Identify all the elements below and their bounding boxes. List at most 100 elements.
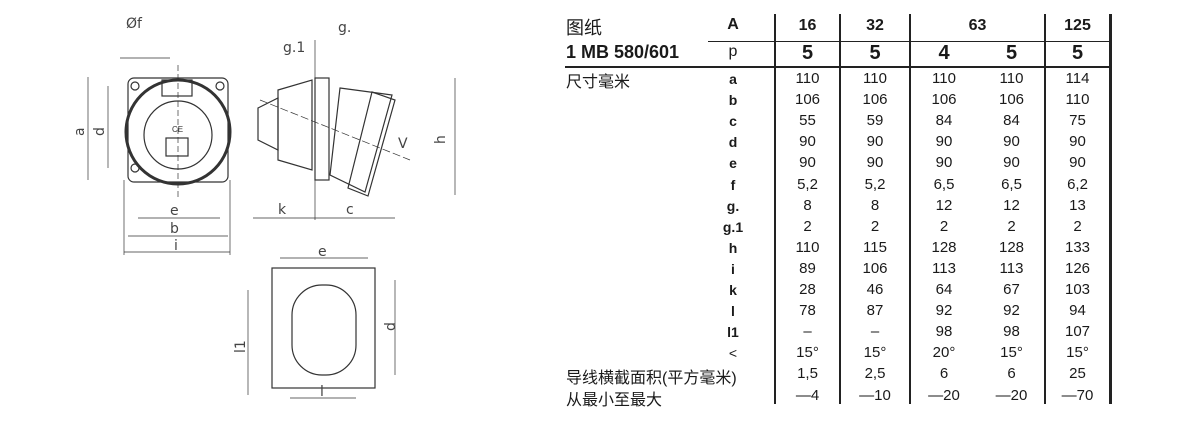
dimension-value: 90 bbox=[935, 154, 953, 172]
label-i: i bbox=[174, 238, 178, 254]
dimension-value: 106 bbox=[862, 259, 888, 277]
dimension-value: 8 bbox=[803, 196, 812, 214]
label-f: Øf bbox=[126, 16, 143, 32]
dimension-value: 113 bbox=[932, 259, 956, 277]
dimension-value: 67 bbox=[1003, 281, 1020, 298]
dimension-value: 90 bbox=[1003, 133, 1020, 151]
dimension-value: 92 bbox=[935, 302, 953, 320]
dimension-value: 103 bbox=[1064, 281, 1091, 298]
pole-count: 5 bbox=[869, 42, 881, 64]
cross-section-value: 6 bbox=[1007, 365, 1016, 383]
amp-header: 32 bbox=[866, 17, 884, 34]
label-c: c bbox=[346, 202, 354, 218]
dimension-value: 75 bbox=[1069, 112, 1086, 130]
dimension-value: 15° bbox=[1066, 344, 1089, 362]
dimension-key: l bbox=[731, 303, 735, 320]
dimension-value: 5,2 bbox=[864, 175, 886, 193]
dimension-value: 115 bbox=[863, 238, 887, 256]
dimension-value: 106 bbox=[931, 91, 957, 109]
dimension-value: 84 bbox=[935, 112, 953, 130]
table-title: 图纸 bbox=[566, 18, 602, 38]
dimension-value: 92 bbox=[1003, 302, 1020, 320]
dimension-value: 2 bbox=[1007, 217, 1016, 235]
dimension-value: 128 bbox=[931, 238, 957, 256]
pole-count: 5 bbox=[801, 42, 814, 64]
dimension-key: d bbox=[728, 134, 738, 151]
dimension-value: 13 bbox=[1069, 196, 1086, 214]
label-k: k bbox=[278, 202, 287, 218]
dimension-value: 107 bbox=[1064, 323, 1091, 341]
dimension-value: 90 bbox=[1003, 154, 1020, 172]
cross-section-label: 导线横截面积(平方毫米) bbox=[566, 370, 737, 388]
cross-section-value: 1,5 bbox=[797, 365, 818, 383]
pole-count: 5 bbox=[1071, 42, 1084, 64]
dimension-value: 90 bbox=[1069, 154, 1086, 172]
range-value: —20 bbox=[995, 386, 1028, 404]
dimension-value: 64 bbox=[935, 281, 953, 298]
dimension-value: 8 bbox=[870, 196, 880, 214]
dimension-value: 94 bbox=[1069, 302, 1086, 320]
dimension-value: 106 bbox=[862, 91, 888, 109]
dimension-value: 113 bbox=[999, 259, 1024, 277]
dimension-value: 114 bbox=[1065, 70, 1090, 87]
dimension-value: 90 bbox=[1069, 133, 1086, 151]
cross-section-value: 6 bbox=[939, 365, 949, 383]
dimension-value: 90 bbox=[799, 154, 816, 172]
dimension-key: < bbox=[728, 345, 738, 362]
dimension-value: 110 bbox=[999, 70, 1024, 87]
amp-row-label: A bbox=[727, 16, 739, 33]
label-a: a bbox=[72, 127, 88, 136]
dimension-key: h bbox=[728, 239, 738, 256]
dimension-value: 2 bbox=[870, 217, 880, 235]
range-value: —70 bbox=[1061, 386, 1094, 404]
dimension-value: – bbox=[870, 323, 880, 341]
dimension-value: 90 bbox=[799, 133, 816, 151]
dimension-value: 126 bbox=[1064, 259, 1091, 277]
side-view-drawing: g.1 g. k c h V bbox=[253, 20, 456, 220]
dimension-value: 6,5 bbox=[933, 175, 955, 193]
dimension-key: l1 bbox=[727, 324, 739, 341]
dimension-value: 128 bbox=[998, 238, 1025, 256]
dimension-value: 2 bbox=[1073, 217, 1082, 235]
header-bottom-rule bbox=[565, 66, 1111, 68]
table-right-border bbox=[1109, 14, 1112, 404]
dimension-value: 6,5 bbox=[1001, 175, 1022, 193]
dimension-key: b bbox=[728, 92, 738, 109]
technical-drawings: Øf a d e b i CE g.1 g. k c h V bbox=[72, 16, 456, 400]
dimension-value: 110 bbox=[863, 70, 887, 87]
dimension-value: 12 bbox=[935, 196, 953, 214]
label-cutout-l1: l1 bbox=[233, 340, 249, 353]
dimension-key: k bbox=[729, 282, 737, 298]
dimension-key: a bbox=[729, 71, 737, 87]
dimension-value: 110 bbox=[795, 70, 820, 87]
column-divider bbox=[1044, 14, 1046, 404]
dimension-value: 15° bbox=[1000, 344, 1023, 362]
label-g: g. bbox=[338, 20, 351, 36]
dimension-value: 28 bbox=[799, 281, 816, 298]
dimension-value: 78 bbox=[799, 302, 816, 320]
dimension-key: e bbox=[729, 155, 737, 172]
dimension-value: 20° bbox=[932, 344, 956, 362]
range-label: 从最小至最大 bbox=[566, 391, 663, 409]
dimension-value: 106 bbox=[998, 91, 1025, 109]
dimension-value: 2 bbox=[803, 217, 812, 235]
dimension-key: g. bbox=[726, 197, 740, 214]
dimension-value: 110 bbox=[1065, 91, 1090, 109]
range-value: —10 bbox=[859, 386, 891, 404]
amp-header: 16 bbox=[798, 17, 817, 34]
range-value: —4 bbox=[795, 386, 820, 404]
dimension-key: g.1 bbox=[722, 218, 744, 235]
label-h: h bbox=[433, 135, 449, 144]
dimension-value: 5,2 bbox=[797, 175, 818, 193]
pole-row-label: p bbox=[728, 43, 738, 60]
dimension-value: 90 bbox=[866, 154, 884, 172]
dimension-value: 59 bbox=[866, 112, 884, 130]
pole-count: 5 bbox=[1005, 42, 1018, 64]
range-value: —20 bbox=[928, 386, 960, 404]
dimension-value: 87 bbox=[866, 302, 884, 320]
dimension-value: 89 bbox=[799, 259, 816, 277]
column-divider bbox=[909, 14, 911, 404]
dimension-value: 98 bbox=[935, 323, 953, 341]
dimension-key: i bbox=[731, 260, 735, 277]
